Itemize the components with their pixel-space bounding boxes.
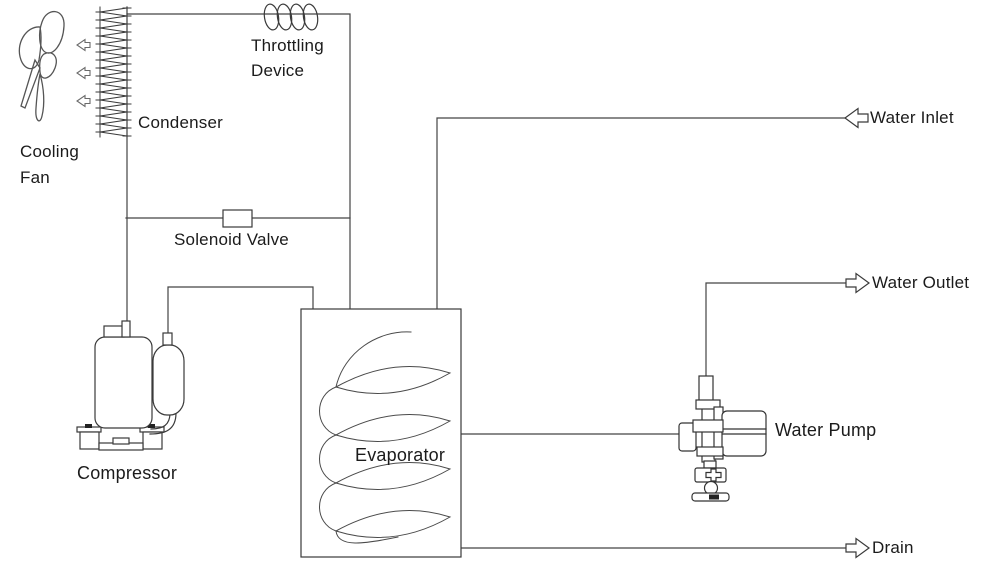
cooling-fan-label: Cooling Fan	[20, 142, 80, 187]
pipe-suction-evaporator-to-accumulator	[167, 286, 314, 335]
condenser-label: Condenser	[138, 113, 223, 132]
airflow-arrow-icon	[76, 38, 91, 52]
evaporator-tank	[300, 308, 462, 558]
water-inlet-label: Water Inlet	[870, 108, 954, 127]
pipe-water-inlet	[436, 117, 846, 310]
airflow-arrow-icon	[76, 66, 91, 80]
accumulator-body	[152, 344, 185, 416]
throttling-device-label: Throttling Device	[251, 36, 324, 80]
throttling-device-coil	[263, 3, 319, 31]
water-pump-label: Water Pump	[775, 420, 877, 440]
port-arrows	[843, 107, 871, 559]
water-inlet-arrow-icon	[843, 107, 869, 129]
compressor-body	[94, 336, 153, 429]
fan-airflow-arrows	[76, 38, 91, 108]
evaporator-coil	[319, 331, 452, 544]
evaporator-label: Evaporator	[355, 445, 446, 465]
water-outlet-label: Water Outlet	[872, 273, 970, 292]
pipe-water-outlet	[705, 282, 846, 378]
solenoid-valve-symbol	[222, 209, 253, 228]
drain-label: Drain	[872, 538, 914, 557]
water-pipes	[436, 117, 846, 549]
water-pump-symbol	[678, 375, 767, 502]
pipe-discharge-to-throttling	[126, 13, 351, 310]
water-outlet-arrow-icon	[845, 272, 871, 294]
compressor-symbol	[76, 320, 185, 451]
drain-arrow-icon	[845, 537, 871, 559]
solenoid-valve-label: Solenoid Valve	[174, 230, 289, 249]
airflow-arrow-icon	[76, 94, 91, 108]
cooling-fan-icon	[18, 10, 65, 122]
compressor-label: Compressor	[77, 463, 178, 483]
condenser-coil	[95, 6, 132, 138]
